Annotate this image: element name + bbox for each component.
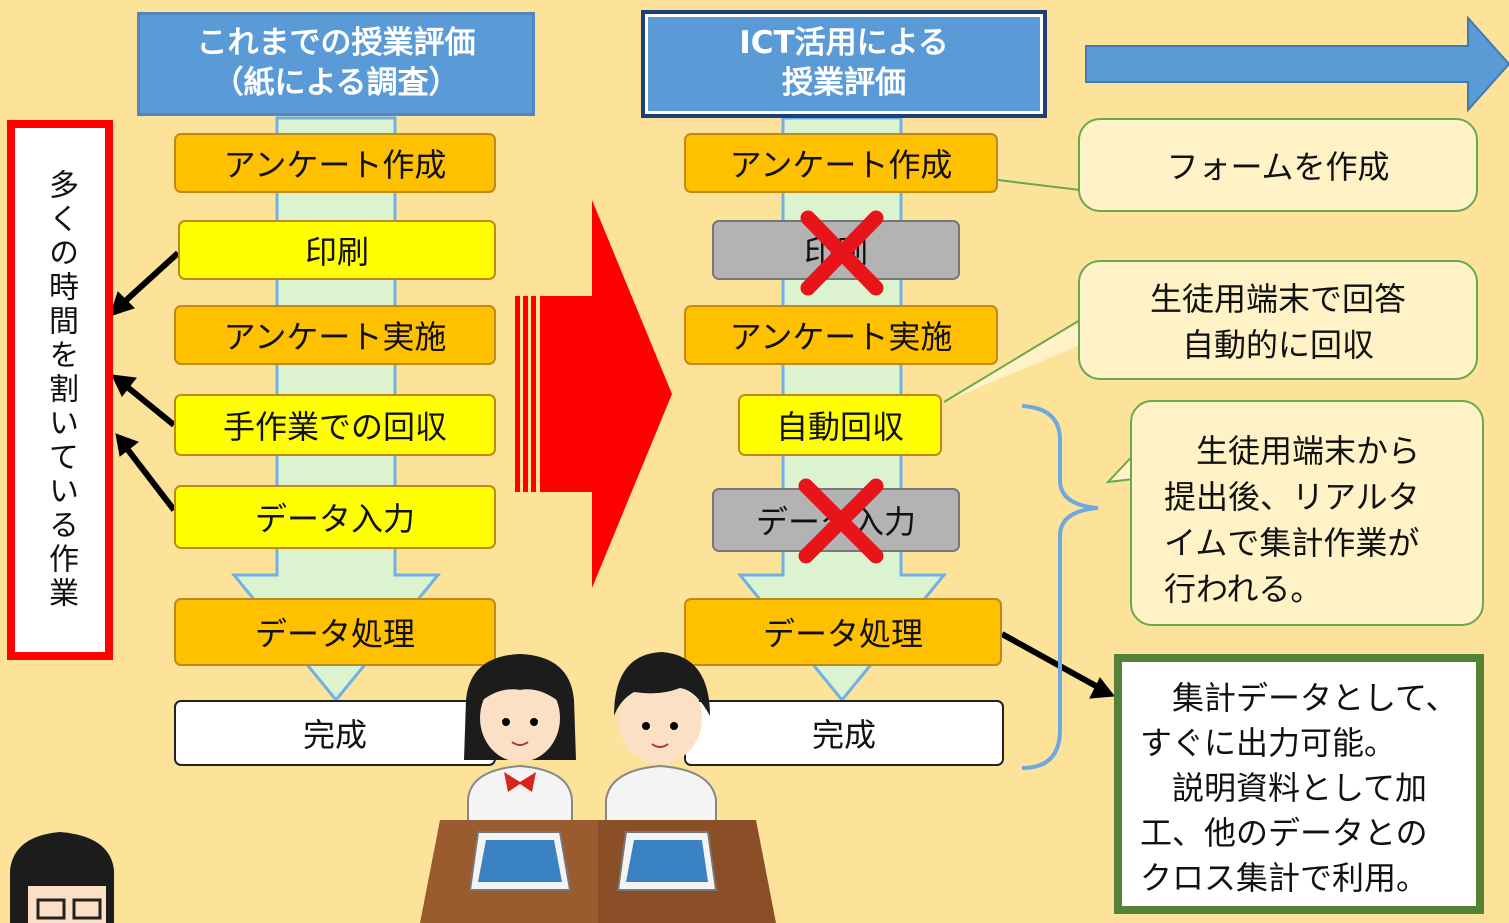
right-header-line1: ICT活用による [739,25,949,61]
callout-answer-line2: 自動的に回収 [1181,326,1374,364]
top-blue-arrow [1085,15,1509,113]
right-step-data-processing: データ処理 [684,598,1002,666]
bracket [1021,404,1099,770]
side-label-time-consuming: 多くの時間を割いている作業 [7,120,113,660]
callout-realtime: 生徒用端末から 提出後、リアルタ イムで集計作業が 行われる。 [1130,400,1484,626]
left-step-manual-collect: 手作業での回収 [174,394,496,456]
callout-realtime-line3: イムで集計作業が [1164,524,1420,562]
callout-answer-collect: 生徒用端末で回答 自動的に回収 [1078,260,1478,380]
left-header: これまでの授業評価 （紙による調査） [137,12,535,116]
callout-realtime-line4: 行われる。 [1164,570,1323,608]
student-boy-icon [605,652,717,846]
right-step-complete: 完成 [684,700,1004,766]
right-header-line2: 授業評価 [782,65,906,101]
student-girl-icon [464,654,576,846]
callout-answer-line1: 生徒用端末で回答 [1149,280,1406,318]
right-header: ICT活用による 授業評価 [641,10,1047,118]
result-line1: 集計データとして、 [1140,679,1458,717]
left-step-data-processing: データ処理 [174,598,496,666]
left-black-arrows [109,250,181,512]
callout-create-form: フォームを作成 [1078,118,1478,212]
left-step-print: 印刷 [178,220,496,280]
cross-icon [800,210,884,296]
cross-icon [798,478,884,564]
callout-realtime-line1: 生徒用端末から [1164,432,1421,470]
result-box: 集計データとして、 すぐに出力可能。 説明資料として加 工、他のデータとの クロ… [1114,654,1484,914]
left-step-survey-create: アンケート作成 [174,133,496,193]
result-line4: 工、他のデータとの [1140,814,1428,852]
right-step-survey-create: アンケート作成 [684,133,998,193]
left-step-survey-run: アンケート実施 [174,305,496,365]
tablet-icon [616,831,718,891]
right-step-auto-collect: 自動回収 [738,394,942,456]
result-arrow [1000,631,1115,699]
callout-form-pointer [997,179,1081,191]
right-step-survey-run: アンケート実施 [684,305,998,365]
left-step-complete: 完成 [174,700,496,766]
left-header-line2: （紙による調査） [212,65,460,101]
tablet-icon [468,831,572,891]
left-header-line1: これまでの授業評価 [196,25,476,61]
teacher-icon [10,832,114,923]
result-line3: 説明資料として加 [1140,769,1428,807]
callout-create-form-text: フォームを作成 [1166,148,1390,186]
left-step-data-entry: データ入力 [174,485,496,549]
big-red-arrow [515,200,672,588]
result-line2: すぐに出力可能。 [1140,724,1397,762]
result-line5: クロス集計で利用。 [1140,859,1429,897]
callout-realtime-line2: 提出後、リアルタ [1164,478,1420,516]
